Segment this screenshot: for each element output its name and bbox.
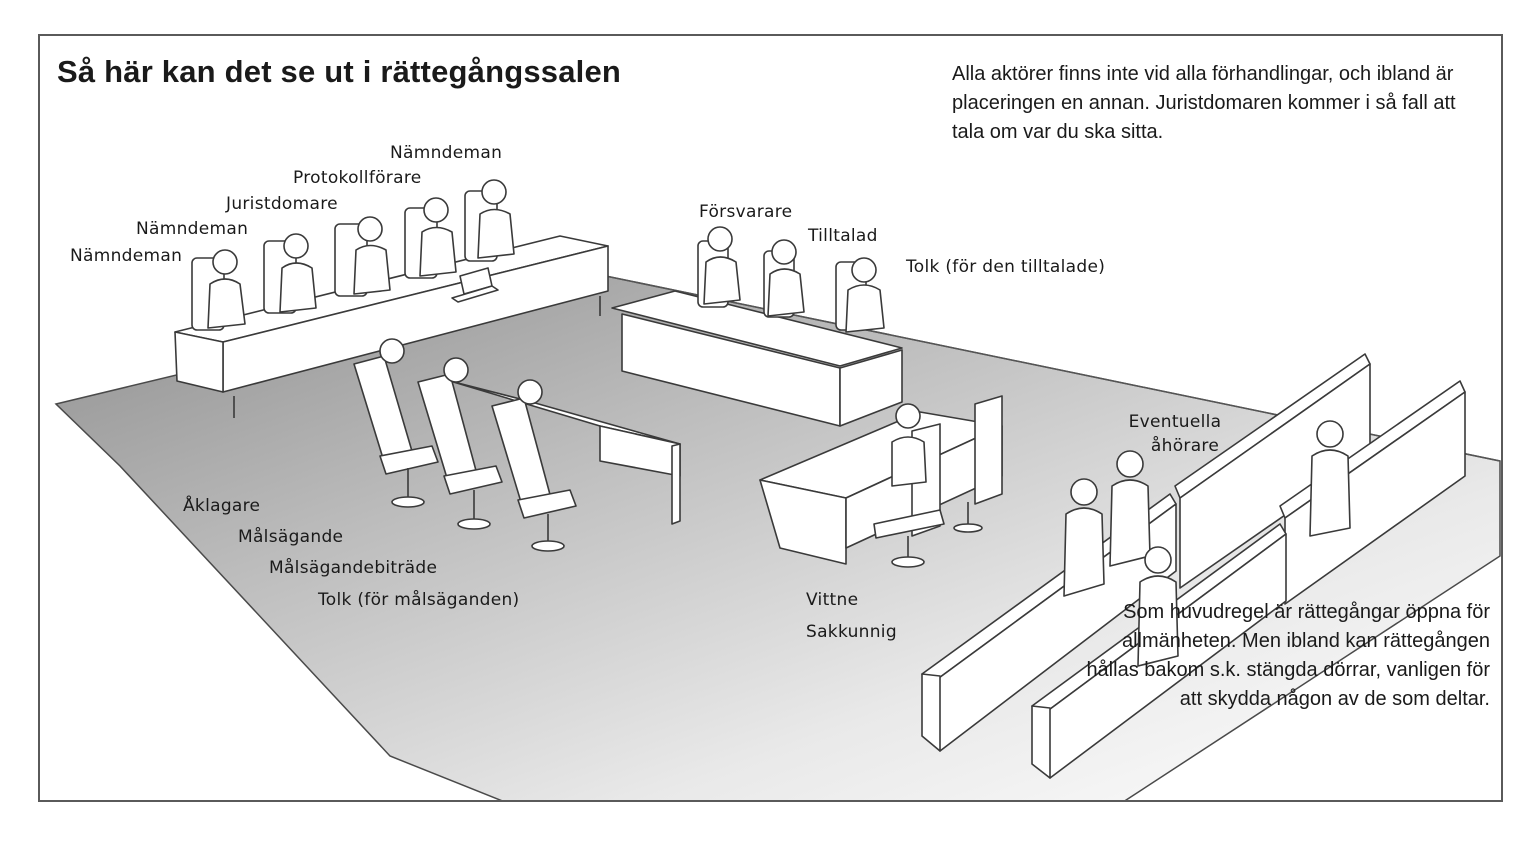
judge-figure-3 <box>335 217 390 296</box>
info-note-seating: Alla aktörer finns inte vid alla förhand… <box>952 60 1492 147</box>
label-eventuella: Eventuella <box>1110 412 1240 432</box>
judge-figure-5 <box>465 180 514 261</box>
label-forsvarare: Försvarare <box>699 202 792 222</box>
label-aklagare: Åklagare <box>183 496 260 516</box>
label-tolk-tilltalade: Tolk (för den tilltalade) <box>906 257 1105 277</box>
judge-figure-2 <box>264 234 316 313</box>
label-namndeman-3: Nämndeman <box>390 143 502 163</box>
label-tolk-malsaganden: Tolk (för målsäganden) <box>318 590 520 610</box>
label-malsagande: Målsägande <box>238 527 343 547</box>
judge-figure-4 <box>405 198 456 278</box>
page-title: Så här kan det se ut i rättegångssalen <box>57 54 621 90</box>
label-namndeman-1: Nämndeman <box>70 246 182 266</box>
diagram-frame: Så här kan det se ut i rättegångssalen A… <box>38 34 1503 802</box>
label-malsagandebitrade: Målsägandebiträde <box>269 558 437 578</box>
judge-figure-1 <box>192 250 245 330</box>
label-namndeman-2: Nämndeman <box>136 219 248 239</box>
label-vittne: Vittne <box>806 590 858 610</box>
label-sakkunnig: Sakkunnig <box>806 622 897 642</box>
defense-figure-2 <box>764 240 804 317</box>
label-ahorare: åhörare <box>1110 436 1260 456</box>
defense-figure-1 <box>698 227 740 307</box>
label-protokollforare: Protokollförare <box>293 168 422 188</box>
label-juristdomare: Juristdomare <box>226 194 338 214</box>
defense-figure-3 <box>836 258 884 332</box>
info-note-public: Som huvudregel är rättegångar öppna för … <box>1080 598 1490 714</box>
label-tilltalad: Tilltalad <box>808 226 878 246</box>
